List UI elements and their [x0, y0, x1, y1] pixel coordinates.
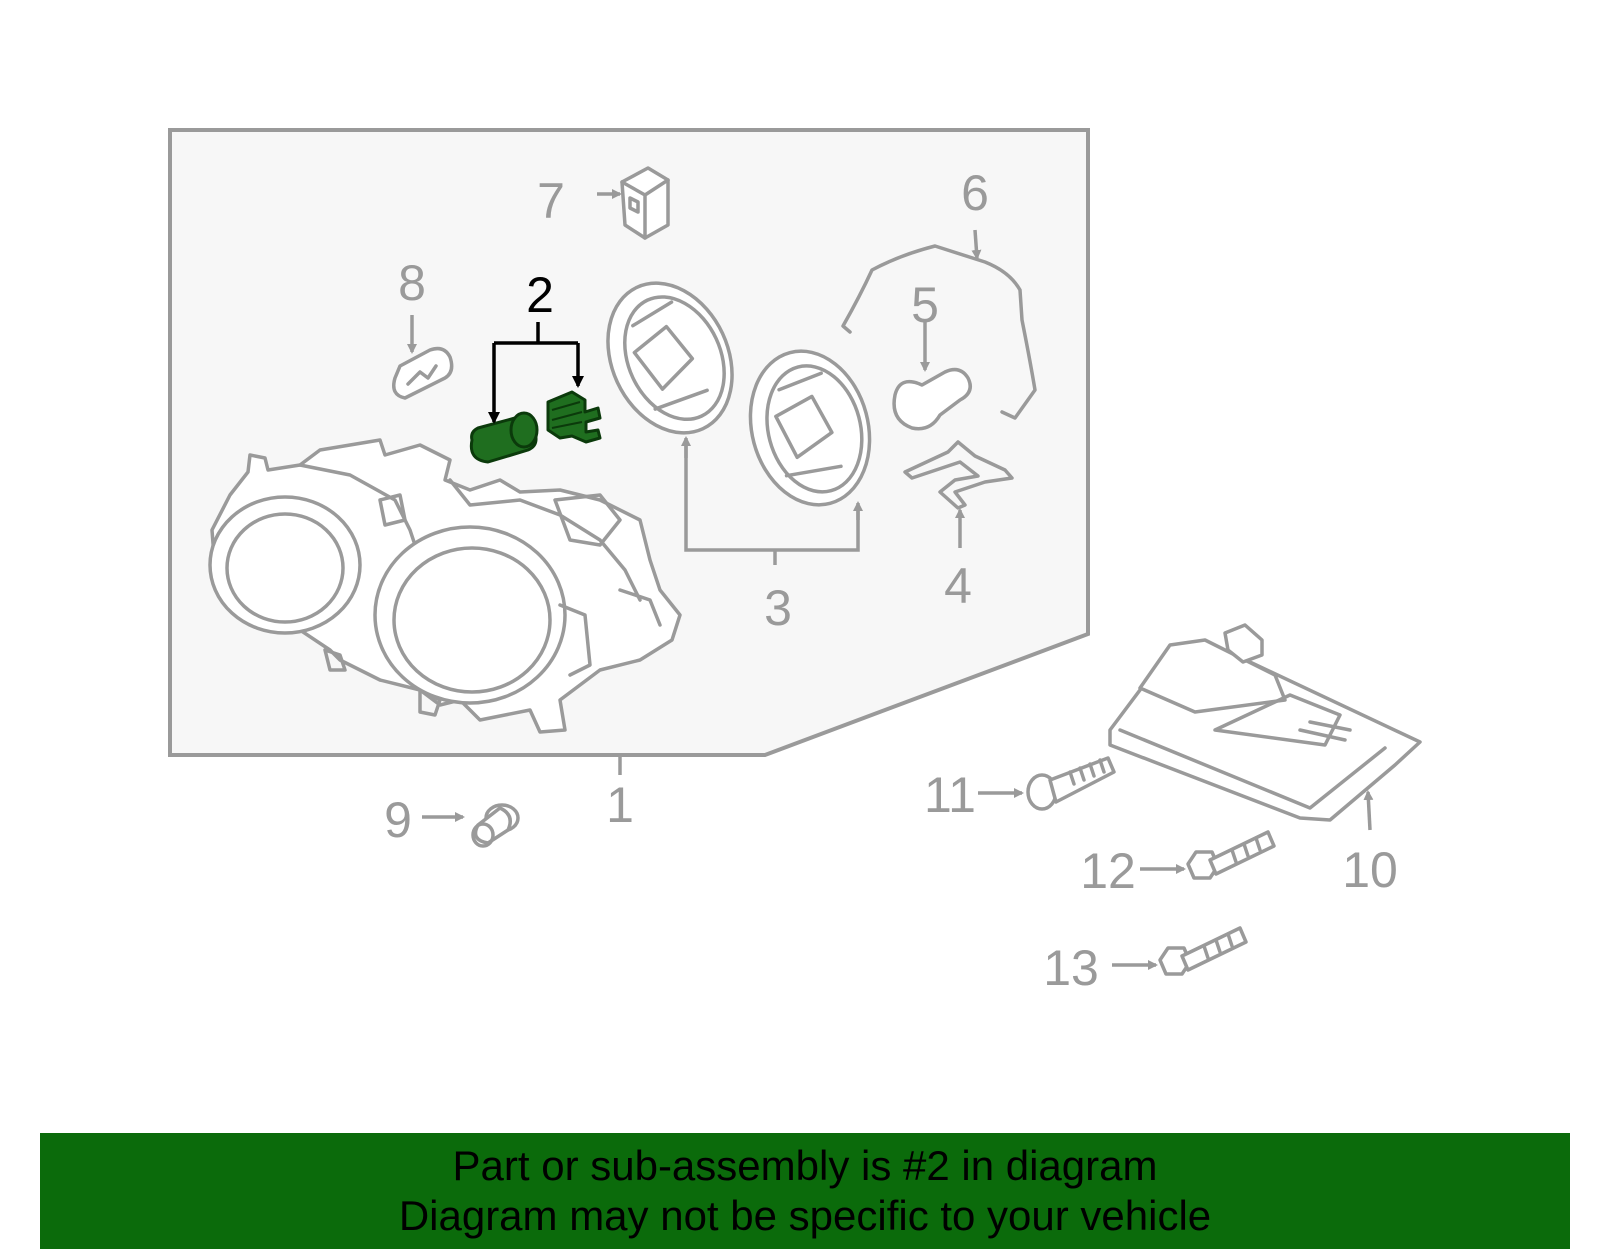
callout-5: 5	[911, 277, 939, 333]
callout-11: 11	[924, 767, 976, 823]
banner-background	[40, 1133, 1570, 1249]
bulb-socket-assembly	[469, 390, 602, 464]
connector	[620, 166, 670, 240]
retaining-clip	[903, 440, 1014, 510]
callout-2: 2	[526, 267, 554, 323]
callout-9: 9	[384, 792, 412, 848]
banner-line-2: Diagram may not be specific to your vehi…	[398, 1192, 1212, 1239]
info-banner: Part or sub-assembly is #2 in diagram Di…	[40, 1133, 1570, 1249]
bolt-13	[1158, 926, 1248, 976]
wedge-bulb	[392, 346, 454, 400]
bulb-cap	[509, 411, 539, 449]
callout-4: 4	[944, 558, 972, 614]
banner-line-1: Part or sub-assembly is #2 in diagram	[452, 1142, 1158, 1189]
callout-13: 13	[1043, 940, 1099, 996]
callout-8: 8	[398, 255, 426, 311]
callout-10: 10	[1342, 842, 1398, 898]
callout-3: 3	[764, 580, 792, 636]
bolt-12	[1186, 830, 1276, 880]
grommet	[471, 803, 520, 848]
leader-lines	[407, 189, 1374, 970]
control-module	[1108, 623, 1422, 822]
wire-spring	[841, 244, 1037, 420]
small-bulb	[892, 367, 972, 431]
socket	[546, 390, 602, 444]
callout-1: 1	[606, 777, 634, 833]
cover-caps	[606, 281, 872, 507]
bolt-11	[1026, 756, 1116, 811]
leader-2	[488, 322, 584, 424]
callout-7: 7	[537, 173, 565, 229]
callout-6: 6	[961, 165, 989, 221]
callout-12: 12	[1080, 843, 1136, 899]
headlamp-housing	[208, 438, 682, 734]
